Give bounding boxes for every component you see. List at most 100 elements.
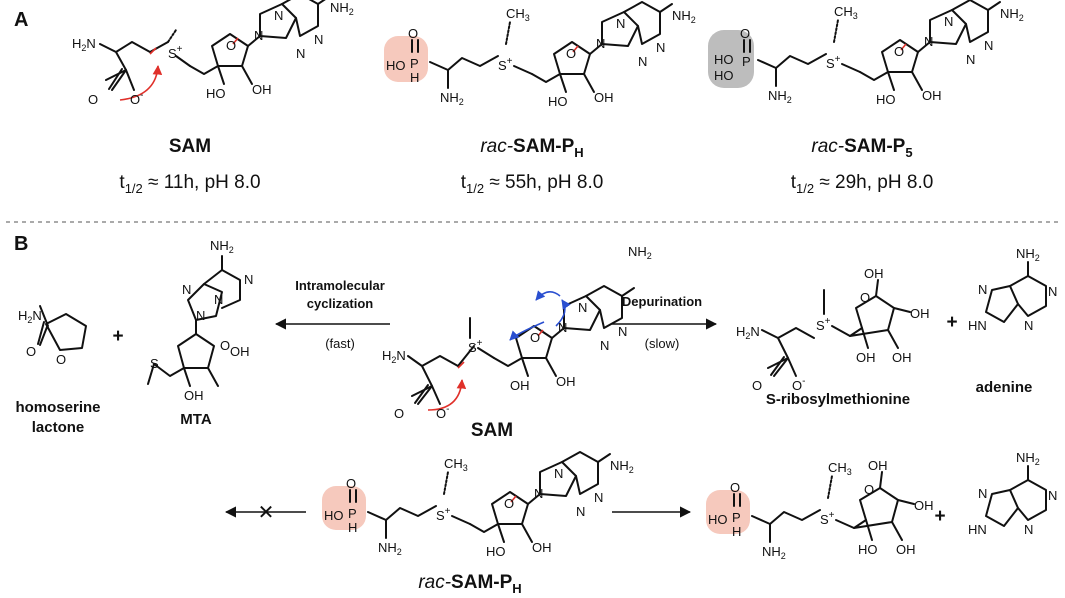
sam-a-n1: N: [314, 32, 323, 47]
adenine-hn: HN: [968, 318, 987, 333]
ph-a-n7: N: [616, 16, 625, 31]
adenine-n7: N: [978, 282, 987, 297]
homoserine-label-2: lactone: [32, 419, 85, 436]
mta-n3: N: [214, 292, 223, 307]
adenine-b-n7: N: [978, 486, 987, 501]
sam-b-nh2: NH2: [628, 244, 652, 261]
sam-a-s: S+: [168, 44, 183, 61]
p5-a-s: S+: [826, 54, 841, 71]
p5-a-n7: N: [944, 14, 953, 29]
ph-a-s: S+: [498, 56, 513, 73]
ph-a-halflife: t1/2 ≈ 55h, pH 8.0: [461, 172, 604, 196]
sam-ph-structure-b: [349, 451, 611, 543]
sam-a-oh: OH: [252, 82, 272, 97]
ph-b-n1: N: [594, 490, 603, 505]
ph-b-ho: HO: [324, 508, 344, 523]
ph-a-nh2b: NH2: [672, 8, 696, 25]
ph-a-ho2: HO: [548, 94, 568, 109]
ph-b-nh2: NH2: [378, 540, 402, 557]
p5-a-p: P: [742, 54, 751, 69]
ph-a-n3: N: [638, 54, 647, 69]
srm-ho: OH: [856, 350, 876, 365]
mta-n1: N: [244, 272, 253, 287]
p5-a-nh2: NH2: [768, 88, 792, 105]
phr-ring-o: O: [864, 482, 874, 497]
ph-b-n9: N: [534, 486, 543, 501]
p5-a-ho3: HO: [876, 92, 896, 107]
p5-a-ch3: CH3: [834, 4, 858, 21]
sam-b-n9: N: [558, 320, 567, 335]
adenine-b-hn: HN: [968, 522, 987, 537]
ph-b-s: S+: [436, 506, 451, 523]
sam-b-n1: N: [618, 324, 627, 339]
p5-a-ho1: HO: [714, 52, 734, 67]
plus-2: +: [946, 312, 957, 333]
adenine-label: adenine: [976, 379, 1033, 396]
srm-h2n: H2N: [736, 324, 760, 341]
adenine-b-n1: N: [1048, 488, 1057, 503]
mta-s: S: [150, 356, 159, 371]
adenine-nh2: NH2: [1016, 246, 1040, 263]
sam-b-s: S+: [468, 338, 483, 355]
sam-b-ho: OH: [510, 378, 530, 393]
ph-ribose-structure: [733, 471, 915, 543]
p5-highlight-a: [708, 30, 754, 88]
p5-a-ring-o: O: [894, 44, 904, 59]
srm-oh2: OH: [910, 306, 930, 321]
sam-b-oh: OH: [556, 374, 576, 389]
sam-a-ominus: O-: [130, 90, 143, 107]
p5-a-n3: N: [966, 52, 975, 67]
plus-1: +: [112, 326, 123, 347]
ph-b-n3: N: [576, 504, 585, 519]
depurination-rate: (slow): [645, 336, 680, 351]
hsl-h2n: H2N: [18, 308, 42, 325]
phr-p: P: [732, 510, 741, 525]
srm-o: O: [752, 378, 762, 393]
panel-b-label: B: [14, 233, 28, 255]
hsl-o2: O: [56, 352, 66, 367]
phr-oh2: OH: [914, 498, 934, 513]
sam-b-ring-o: O: [530, 330, 540, 345]
phr-oh3: OH: [896, 542, 916, 557]
sam-a-ring-o: O: [226, 38, 236, 53]
ph-a-n9: N: [596, 36, 605, 51]
homoserine-lactone-structure: [37, 305, 87, 351]
ph-b-ring-o: O: [504, 496, 514, 511]
ph-a-ho: HO: [386, 58, 406, 73]
srm-oh3: OH: [892, 350, 912, 365]
phr-o: O: [730, 480, 740, 495]
ph-a-oh: OH: [594, 90, 614, 105]
sam-a-nh2: NH2: [330, 0, 354, 17]
sam-b-ominus: O-: [436, 404, 449, 421]
mta-structure: [147, 255, 241, 387]
sam-a-name: SAM: [169, 136, 211, 157]
ph-b-p: P: [348, 506, 357, 521]
ph-b-o: O: [346, 476, 356, 491]
ph-a-nh2: NH2: [440, 90, 464, 107]
p5-a-nh2b: NH2: [1000, 6, 1024, 23]
mta-label: MTA: [180, 411, 212, 428]
ph-a-n1: N: [656, 40, 665, 55]
sam-b-name: SAM: [471, 420, 513, 441]
p5-a-halflife: t1/2 ≈ 29h, pH 8.0: [791, 172, 934, 196]
mta-oh2: OH: [230, 344, 250, 359]
adenine-structure-bottom: [985, 465, 1047, 527]
ph-a-h: H: [410, 70, 419, 85]
adenine-structure: [985, 261, 1047, 323]
phr-ho: HO: [708, 512, 728, 527]
adenine-b-nh2: NH2: [1016, 450, 1040, 467]
ribosylmethionine-structure: [761, 279, 911, 377]
sam-b-h2n: H2N: [382, 348, 406, 365]
sam-a-n3: N: [296, 46, 305, 61]
sam-b-n7: N: [578, 300, 587, 315]
ph-a-ch3: CH3: [506, 6, 530, 23]
p5-a-n9: N: [924, 34, 933, 49]
srm-ominus: O-: [792, 376, 805, 393]
adenine-b-n3: N: [1024, 522, 1033, 537]
sam-ph-structure-a: [411, 1, 673, 93]
srm-ring-o: O: [860, 290, 870, 305]
sam-a-halflife: t1/2 ≈ 11h, pH 8.0: [119, 172, 260, 196]
mta-nh2: NH2: [210, 238, 234, 255]
p5-a-oh: OH: [922, 88, 942, 103]
